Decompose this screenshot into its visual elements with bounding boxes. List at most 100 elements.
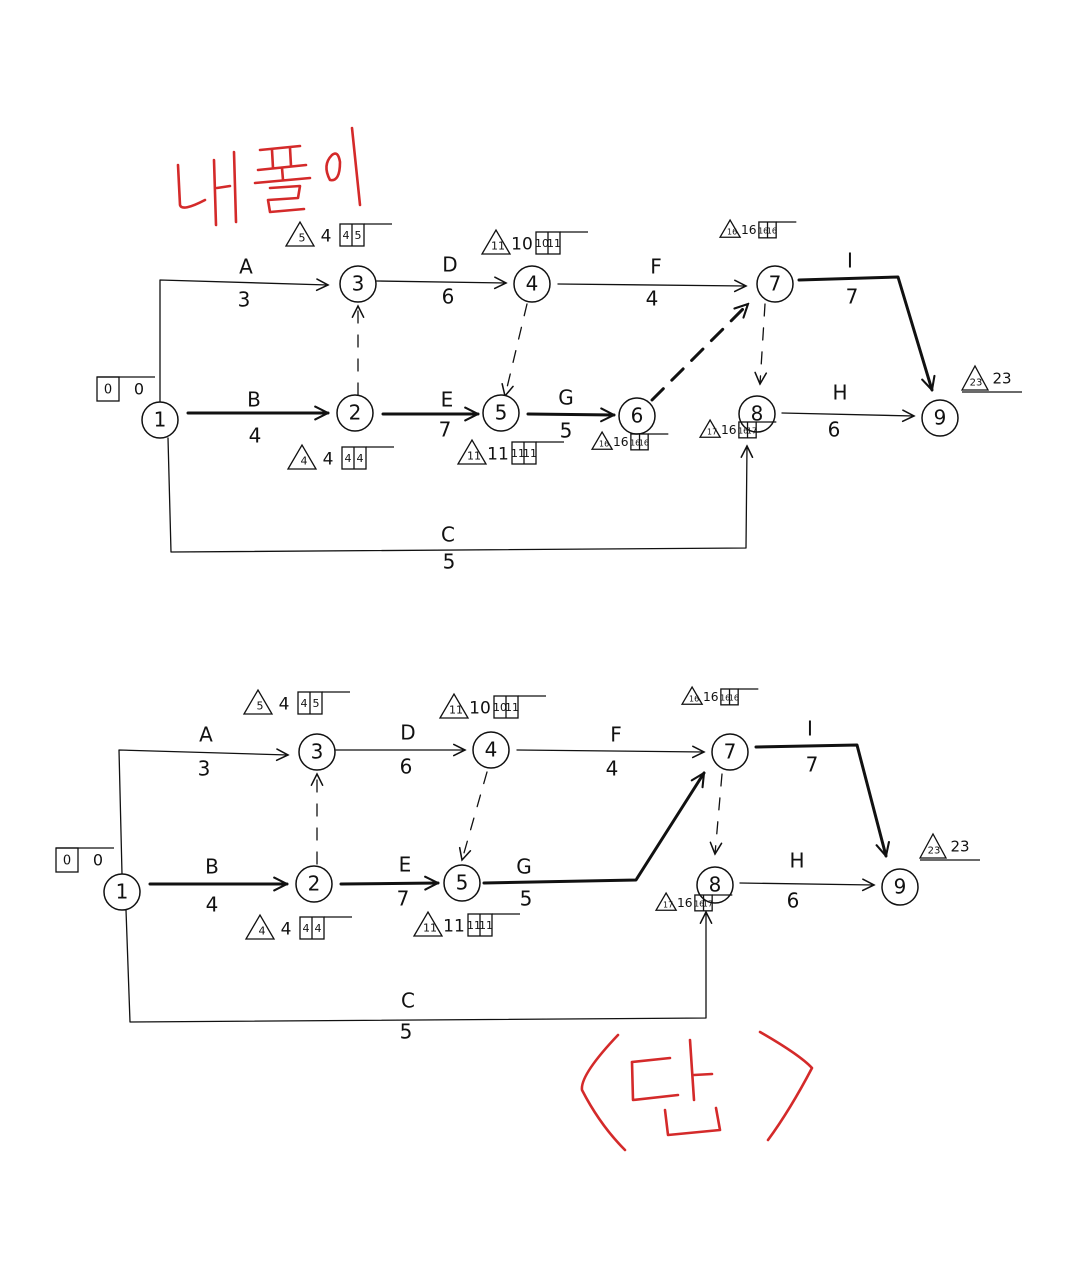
activity-arrow-h [739,883,874,885]
earliest-time-value: 16 [599,439,609,448]
event-node-label-7: 7 [724,740,737,764]
event-node-label-2: 2 [308,872,321,896]
activity-duration-b: 4 [249,424,262,448]
event-node-8 [696,866,734,904]
earliest-time-value: 16 [721,423,737,437]
event-node-9 [881,868,919,906]
activity-duration-i: 7 [846,285,859,309]
earliest-time-triangle [286,443,318,470]
earliest-time-triangle [918,832,948,859]
event-node-label-8: 8 [751,402,764,426]
earliest-time-value: 5 [257,699,264,712]
latest-time-value: 16 [767,226,777,235]
event-node-1 [103,873,141,911]
activity-duration-f: 4 [606,757,619,781]
earliest-time-triangle [698,418,722,438]
earliest-time-triangle [480,228,512,255]
event-node-label-9: 9 [934,406,947,430]
activity-name-a: A [199,723,213,747]
latest-time-value: 16 [630,438,640,447]
start-earliest-value: 0 [63,854,71,869]
latest-time-value: 16 [639,438,649,447]
latest-time-value: 11 [547,237,561,250]
heading-answer [580,1030,814,1152]
latest-time-value: 16 [758,226,768,235]
earliest-time-value: 11 [491,239,505,252]
event-node-label-3: 3 [352,272,365,296]
earliest-time-value: 11 [449,703,463,716]
earliest-time-value: 11 [443,916,465,936]
activity-duration-i: 7 [806,753,819,777]
start-latest-value: 0 [93,851,103,870]
activity-name-b: B [247,388,261,412]
activity-duration-e: 7 [439,418,452,442]
earliest-time-value: 16 [613,435,629,449]
earliest-time-triangle [718,218,742,238]
latest-time-value: 16 [738,426,748,435]
event-node-7 [711,733,749,771]
event-node-label-3: 3 [311,740,324,764]
activity-arrow-h [781,413,914,416]
earliest-time-value: 4 [281,919,292,939]
earliest-time-value: 16 [703,690,719,704]
latest-time-value: 4 [357,452,364,465]
dummy-4-5 [505,303,528,396]
earliest-time-value: 16 [689,694,699,703]
earliest-time-triangle [960,364,990,391]
event-node-4 [472,731,510,769]
activity-name-e: E [399,853,412,877]
activity-name-g: G [516,855,532,879]
activity-name-f: F [610,723,622,747]
activity-name-g: G [558,386,574,410]
earliest-time-value: 4 [259,924,266,937]
activity-name-h: H [789,849,804,873]
earliest-time-value: 16 [727,227,737,236]
latest-time-value: 5 [355,229,362,242]
activity-name-d: D [442,253,457,277]
activity-arrow-g [526,414,614,415]
event-node-2 [336,394,374,432]
earliest-time-triangle [244,913,276,940]
dummy-7-8 [715,773,723,854]
activity-arrow-a [159,280,328,403]
dummy-6-7 [650,304,748,402]
event-node-2 [295,865,333,903]
latest-time-value: 11 [479,919,493,932]
earliest-time-value: 17 [663,900,673,909]
activity-duration-a: 3 [198,757,211,781]
earliest-time-value: 10 [511,234,533,254]
earliest-time-value: 4 [323,449,334,469]
latest-time-value: 4 [345,452,352,465]
earliest-time-value: 11 [423,921,437,934]
activity-arrow-d [376,281,506,283]
activity-arrow-c [167,437,747,553]
event-node-label-2: 2 [349,401,362,425]
activity-duration-d: 6 [400,755,413,779]
earliest-time-triangle [654,891,678,911]
earliest-time-value: 23 [950,838,969,856]
latest-time-value: 10 [493,701,507,714]
activity-arrow-i [797,275,932,390]
event-node-label-6: 6 [631,404,644,428]
earliest-time-value: 17 [707,427,717,436]
activity-duration-b: 4 [206,893,219,917]
latest-time-value: 10 [535,237,549,250]
latest-time-value: 4 [343,229,350,242]
event-node-label-1: 1 [154,408,167,432]
latest-time-value: 4 [301,697,308,710]
latest-time-value: 11 [467,919,481,932]
latest-time-value: 4 [303,922,310,935]
event-node-label-7: 7 [769,272,782,296]
earliest-time-value: 23 [970,377,983,388]
latest-time-value: 17 [703,899,713,908]
